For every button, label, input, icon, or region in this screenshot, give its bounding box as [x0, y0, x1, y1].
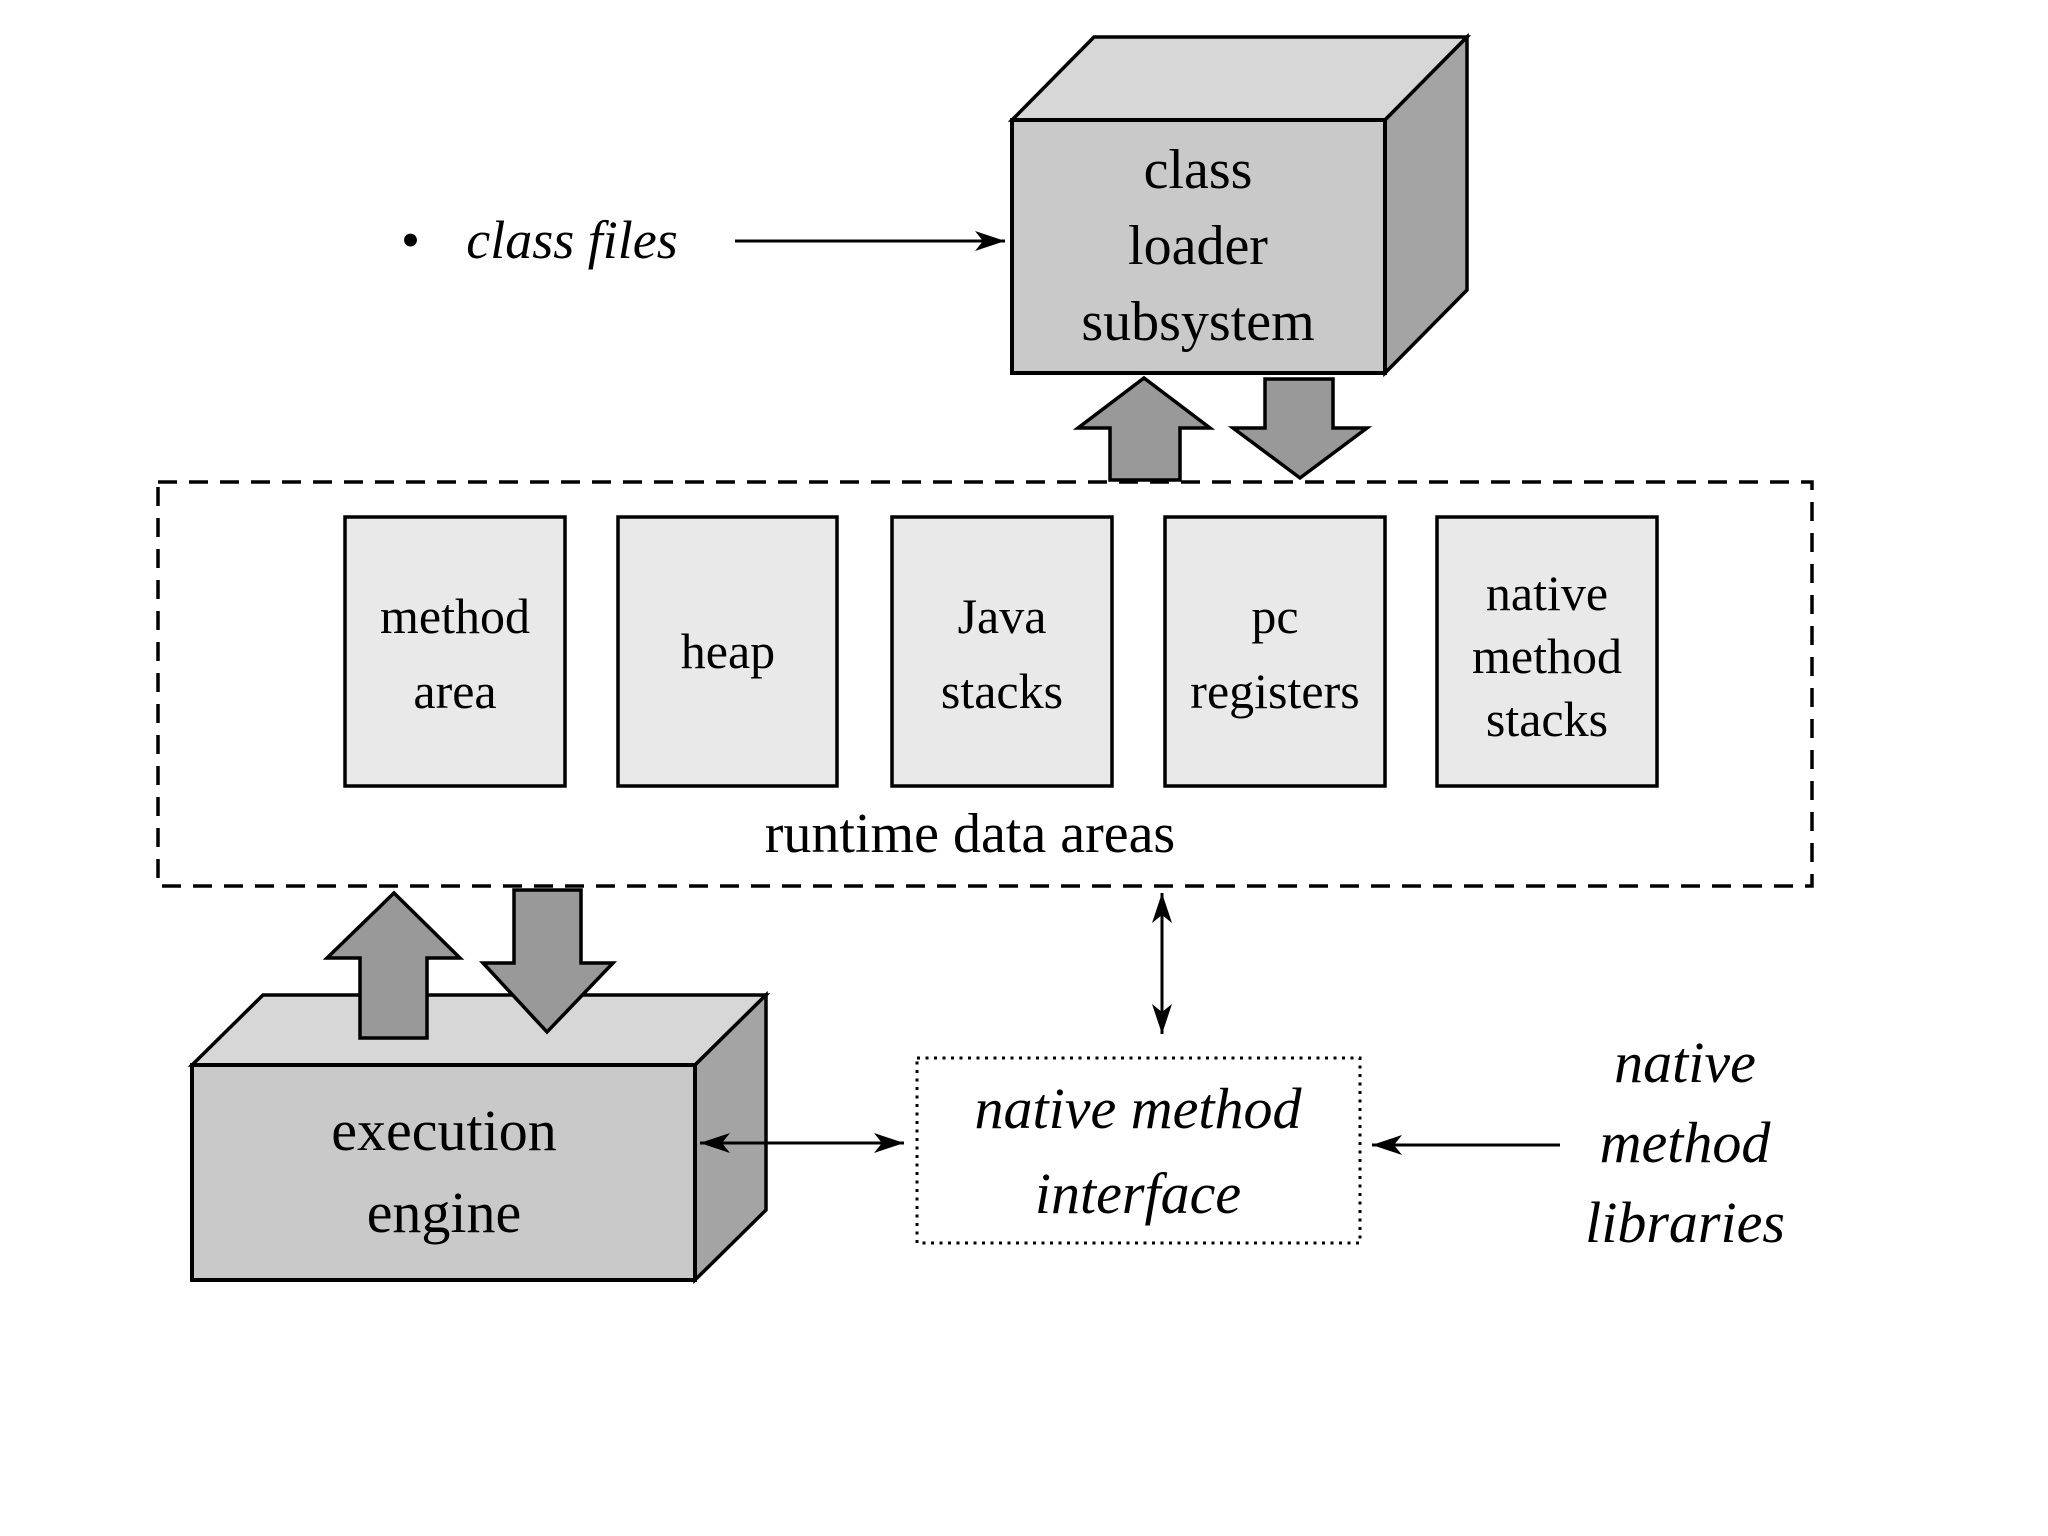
native-method-interface-label-line2: interface — [1035, 1161, 1241, 1226]
class-loader-label-line1: class — [1144, 139, 1253, 201]
method-area-box: method area — [343, 515, 567, 788]
native-method-stacks-label-line3: stacks — [1486, 691, 1608, 747]
execution-engine-label-line2: engine — [367, 1180, 522, 1245]
class-files-bullet-icon: • — [401, 210, 420, 270]
native-method-libraries-line3: libraries — [1585, 1190, 1785, 1255]
class-loader-subsystem-box: class loader subsystem — [1007, 32, 1472, 378]
block-arrow-up-engine-to-runtime — [322, 890, 465, 1040]
block-arrow-down-loader-to-runtime — [1227, 377, 1373, 481]
native-method-interface-box: native method interface — [915, 1056, 1362, 1245]
execution-engine-top-face — [187, 993, 771, 1067]
method-area-rect — [343, 515, 567, 788]
native-method-stacks-label-line2: method — [1472, 628, 1622, 684]
native-method-stacks-rect — [1435, 515, 1659, 788]
heap-label: heap — [681, 623, 775, 679]
native-method-libraries-label: native method libraries — [1585, 1030, 1785, 1255]
execution-engine-front-face — [190, 1063, 697, 1282]
native-method-stacks-box: native method stacks — [1435, 515, 1659, 788]
execution-engine-label-line1: execution — [331, 1098, 556, 1163]
pc-registers-rect — [1163, 515, 1387, 788]
method-area-label-line1: method — [380, 588, 530, 644]
class-files-label: class files — [466, 210, 678, 270]
method-area-label-line2: area — [413, 663, 496, 719]
native-method-libraries-line2: method — [1600, 1110, 1772, 1175]
class-loader-box-front-face — [1010, 118, 1387, 375]
runtime-data-areas-label: runtime data areas — [765, 803, 1175, 865]
java-stacks-label-line2: stacks — [941, 663, 1063, 719]
heap-rect — [616, 515, 839, 788]
pc-registers-label-line2: registers — [1190, 663, 1359, 719]
java-stacks-rect — [890, 515, 1114, 788]
heap-box: heap — [616, 515, 839, 788]
class-loader-label-line2: loader — [1128, 215, 1268, 277]
java-stacks-box: Java stacks — [890, 515, 1114, 788]
block-arrow-down-runtime-to-engine — [478, 888, 618, 1035]
native-method-stacks-label-line1: native — [1486, 565, 1608, 621]
class-loader-label-line3: subsystem — [1081, 291, 1314, 353]
pc-registers-label-line1: pc — [1251, 588, 1298, 644]
pc-registers-box: pc registers — [1163, 515, 1387, 788]
execution-engine-box: execution engine — [187, 990, 771, 1285]
java-stacks-label-line1: Java — [958, 588, 1047, 644]
native-method-libraries-line1: native — [1614, 1030, 1756, 1095]
block-arrow-up-runtime-to-loader — [1072, 375, 1216, 482]
native-method-interface-rect — [915, 1056, 1362, 1245]
native-method-interface-label-line1: native method — [975, 1076, 1303, 1141]
